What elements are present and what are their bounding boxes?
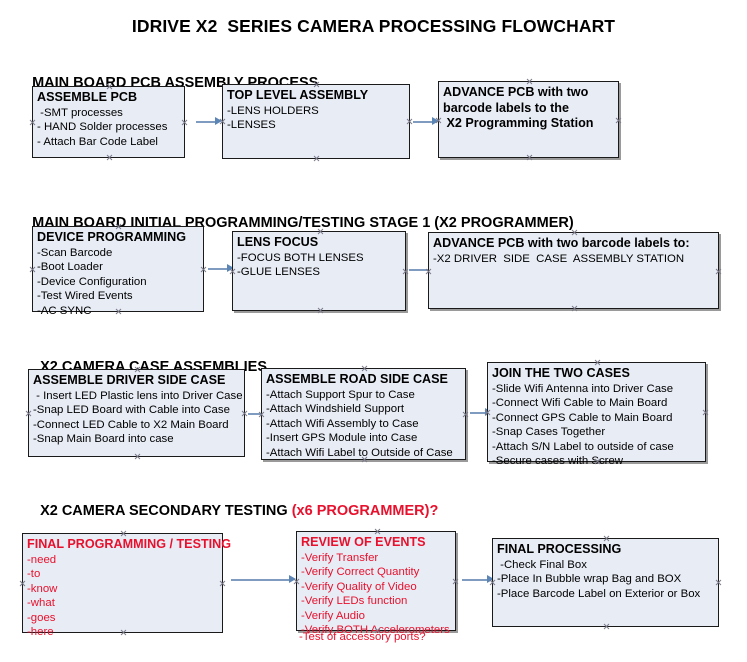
box-line: -here xyxy=(27,626,54,639)
box-line: -AC SYNC xyxy=(37,304,92,317)
box-line: -Verify Transfer xyxy=(301,551,379,564)
box-line: -Device Configuration xyxy=(37,275,147,288)
section-header-accent: (x6 PROGRAMMER)? xyxy=(291,503,439,519)
box-line: -Verify LEDs function xyxy=(301,595,408,608)
box-line: -Attach Wifi Assembly to Case xyxy=(266,417,419,430)
box-line: -goes xyxy=(27,611,56,624)
box-advance-pcb-driver-side[interactable]: ADVANCE PCB with two barcode labels to: … xyxy=(428,232,719,309)
box-title: ADVANCE PCB with two xyxy=(443,85,589,99)
connector-handle-bottom xyxy=(571,305,578,312)
box-line: -Verify Correct Quantity xyxy=(301,566,420,579)
box-line: -Slide Wifi Antenna into Driver Case xyxy=(492,382,674,395)
box-line: -Connect Wifi Cable to Main Board xyxy=(492,397,668,410)
box-device-programming[interactable]: DEVICE PROGRAMMING -Scan Barcode -Boot L… xyxy=(32,226,204,317)
box-line-overflow: -Test of accessory ports? xyxy=(299,631,426,643)
box-line: -Verify Audio xyxy=(301,609,365,622)
box-line: -Connect LED Cable to X2 Main Board xyxy=(33,418,229,431)
box-line: -Test Wired Events xyxy=(37,290,133,303)
box-title: FINAL PROCESSING xyxy=(497,542,622,556)
box-line: -Place In Bubble wrap Bag and BOX xyxy=(497,573,682,586)
box-title: JOIN THE TWO CASES xyxy=(492,366,630,380)
box-line: -Secure cases with Screw xyxy=(492,455,624,468)
box-line: -Snap Main Board into case xyxy=(33,433,174,446)
box-title: DEVICE PROGRAMMING xyxy=(37,230,187,244)
box-title: ADVANCE PCB with two barcode labels to: xyxy=(433,236,690,250)
arrow-top-level-to-advance xyxy=(413,117,439,126)
connector-handle-bottom xyxy=(526,154,533,161)
section-header-text: X2 CAMERA SECONDARY TESTING xyxy=(40,503,292,519)
box-line: barcode labels to the xyxy=(443,100,569,115)
box-review-of-events[interactable]: REVIEW OF EVENTS -Verify Transfer -Verif… xyxy=(296,531,456,636)
box-assemble-driver-side-case[interactable]: ASSEMBLE DRIVER SIDE CASE - Insert LED P… xyxy=(28,369,245,457)
box-line: X2 Programming Station xyxy=(443,116,594,130)
box-line: -Boot Loader xyxy=(37,261,103,274)
arrow-device-to-lens-focus xyxy=(208,264,234,273)
box-line: -Attach Wifi Label to Outside of Case xyxy=(266,446,453,459)
box-title: LENS FOCUS xyxy=(237,235,319,249)
box-title: ASSEMBLE DRIVER SIDE CASE xyxy=(33,373,226,387)
arrow-final-programming-to-review xyxy=(231,575,296,584)
box-line: -Place Barcode Label on Exterior or Box xyxy=(497,587,701,600)
connector-handle-bottom xyxy=(313,155,320,162)
box-line: - Attach Bar Code Label xyxy=(37,135,158,148)
box-line: -GLUE LENSES xyxy=(237,266,320,279)
box-line: -what xyxy=(27,597,55,610)
box-line: -Scan Barcode xyxy=(37,246,113,259)
box-assemble-pcb[interactable]: ASSEMBLE PCB -SMT processes - HAND Solde… xyxy=(32,86,185,158)
box-advance-pcb-station[interactable]: ADVANCE PCB with two barcode labels to t… xyxy=(438,81,619,158)
box-line: -Snap Cases Together xyxy=(492,426,606,439)
box-join-the-two-cases[interactable]: JOIN THE TWO CASES -Slide Wifi Antenna i… xyxy=(487,362,706,467)
box-title: FINAL PROGRAMMING / TESTING xyxy=(27,537,232,551)
box-title: ASSEMBLE ROAD SIDE CASE xyxy=(266,372,448,386)
box-final-programming-testing[interactable]: FINAL PROGRAMMING / TESTING -need -to -k… xyxy=(22,533,232,638)
box-line: - HAND Solder processes xyxy=(37,121,168,134)
connector-handle-bottom xyxy=(134,453,141,460)
box-line: -X2 DRIVER SIDE CASE ASSEMBLY STATION xyxy=(433,252,685,265)
section-header-secondary-testing: X2 CAMERA SECONDARY TESTING (x6 PROGRAMM… xyxy=(32,487,438,519)
box-title: TOP LEVEL ASSEMBLY xyxy=(227,88,369,102)
box-line: - Insert LED Plastic lens into Driver Ca… xyxy=(33,389,243,402)
connector-handle-bottom xyxy=(603,623,610,630)
box-line: -Check Final Box xyxy=(497,558,587,571)
box-line: -LENS HOLDERS xyxy=(227,104,319,117)
connector-handle-right xyxy=(715,268,722,275)
box-title: ASSEMBLE PCB xyxy=(37,90,138,104)
connector-handle-bottom xyxy=(106,154,113,161)
box-assemble-road-side-case[interactable]: ASSEMBLE ROAD SIDE CASE -Attach Support … xyxy=(261,368,466,460)
box-title: REVIEW OF EVENTS xyxy=(301,535,426,549)
box-line: -Connect GPS Cable to Main Board xyxy=(492,411,673,424)
box-final-processing[interactable]: FINAL PROCESSING -Check Final Box -Place… xyxy=(492,538,719,627)
arrow-pcb-to-top-level xyxy=(196,117,222,126)
arrow-review-to-final-processing xyxy=(462,575,494,584)
box-line: -to xyxy=(27,568,41,581)
box-line: -Verify BOTH Accelerometers xyxy=(301,624,450,637)
box-line: -Snap LED Board with Cable into Case xyxy=(33,404,230,417)
box-line: -Attach Support Spur to Case xyxy=(266,388,415,401)
page-title: IDRIVE X2 SERIES CAMERA PROCESSING FLOWC… xyxy=(131,16,616,36)
box-line: -FOCUS BOTH LENSES xyxy=(237,251,364,264)
box-line: -Verify Quality of Video xyxy=(301,580,417,593)
box-line: -Attach Windshield Support xyxy=(266,403,405,416)
box-line: -Insert GPS Module into Case xyxy=(266,432,418,445)
box-line: -know xyxy=(27,582,58,595)
box-line: -Attach S/N Label to outside of case xyxy=(492,440,674,453)
connector-handle-bottom xyxy=(317,307,324,314)
box-lens-focus[interactable]: LENS FOCUS -FOCUS BOTH LENSES -GLUE LENS… xyxy=(232,231,406,311)
box-top-level-assembly[interactable]: TOP LEVEL ASSEMBLY -LENS HOLDERS -LENSES xyxy=(222,84,410,159)
box-line: -SMT processes xyxy=(37,106,123,119)
box-line: -LENSES xyxy=(227,119,276,132)
box-line: -need xyxy=(27,553,57,566)
